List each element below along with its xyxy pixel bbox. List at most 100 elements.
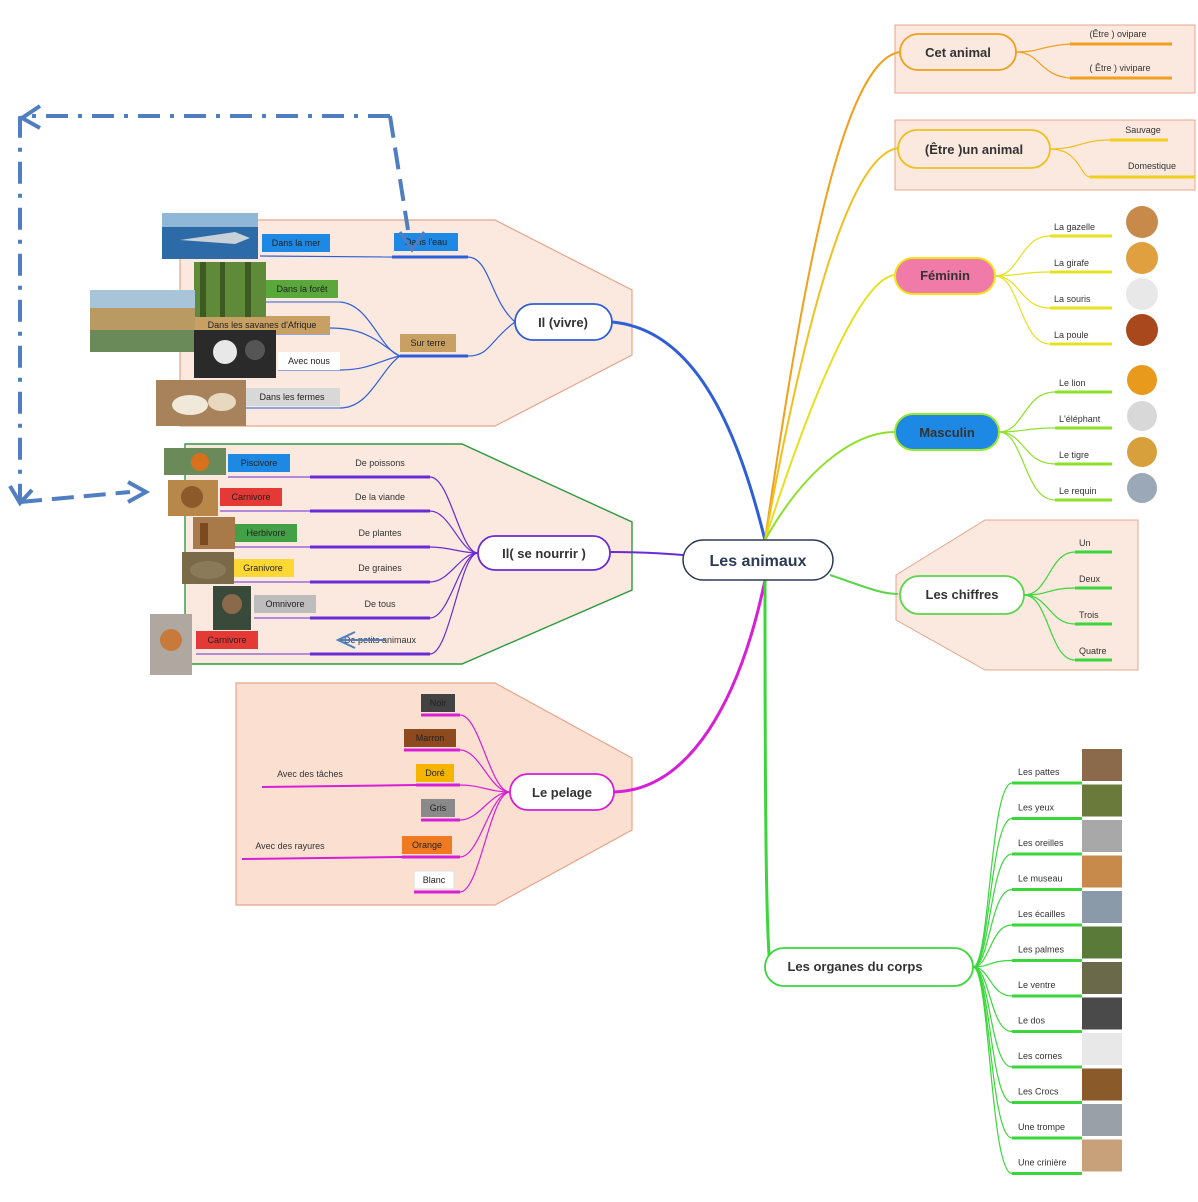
nourrir-item-0: De poissons xyxy=(355,458,405,468)
nourrir-item-1: De la viande xyxy=(355,492,405,502)
tag-dans-la-foret[interactable] xyxy=(266,280,338,298)
photo-forest xyxy=(194,262,266,317)
pelage-item-4: Avec des rayures xyxy=(255,841,325,851)
branch-organes xyxy=(763,579,772,967)
tag-nourrir-2[interactable] xyxy=(235,524,297,542)
masc-pic-3 xyxy=(1127,473,1157,503)
tag-pelage-2[interactable] xyxy=(416,764,454,782)
feminin-item-2: La souris xyxy=(1054,294,1091,304)
branch-vivre xyxy=(611,320,767,541)
feminin-label: Féminin xyxy=(920,268,970,283)
organ-pic-7 xyxy=(1082,997,1122,1030)
photo-fox xyxy=(150,614,192,675)
organ-pic-3 xyxy=(1082,855,1122,888)
organes-item-3: Le museau xyxy=(1018,874,1063,884)
chiffres-item-0: Un xyxy=(1079,538,1091,548)
branch-chiffres xyxy=(829,574,899,595)
vivre-label: Il (vivre) xyxy=(538,315,588,330)
nourrir-item-4: De tous xyxy=(364,599,396,609)
tag-nourrir-0[interactable] xyxy=(228,454,290,472)
organes-item-1: Les yeux xyxy=(1018,803,1055,813)
tag-pelage-2-label: Doré xyxy=(425,768,445,778)
organ-pic-1 xyxy=(1082,784,1122,817)
tag-nourrir-1-label: Carnivore xyxy=(231,492,270,502)
branch-cet xyxy=(764,51,901,541)
tag-nourrir-3[interactable] xyxy=(232,559,294,577)
tag-pelage-5[interactable] xyxy=(413,870,455,890)
branch-pelage xyxy=(613,579,767,794)
nourrir-label: Il( se nourrir ) xyxy=(502,546,586,561)
tag-nourrir-5[interactable] xyxy=(196,631,258,649)
cet-item-1: ( Être ) vivipare xyxy=(1089,63,1150,73)
tag-pelage-1[interactable] xyxy=(404,729,456,747)
photo-tortoise xyxy=(182,552,234,584)
chiffres-label: Les chiffres xyxy=(926,587,999,602)
organes-item-0: Les pattes xyxy=(1018,767,1060,777)
tag-pelage-3[interactable] xyxy=(421,799,455,817)
masculin-item-2: Le tigre xyxy=(1059,450,1089,460)
tag-dans-les-savanes-label: Dans les savanes d'Afrique xyxy=(208,320,317,330)
organ-pic-2 xyxy=(1082,820,1122,852)
tag-dans-les-savanes[interactable] xyxy=(195,316,330,334)
tag-dans-la-mer[interactable] xyxy=(262,234,330,252)
tag-dans-les-fermes[interactable] xyxy=(245,388,340,406)
organ-pic-9 xyxy=(1082,1068,1122,1101)
pelage-label: Le pelage xyxy=(532,785,592,800)
branch-masculin xyxy=(764,431,896,541)
tag-avec-nous-label: Avec nous xyxy=(288,356,330,366)
center-node[interactable] xyxy=(682,539,834,581)
fem-pic-2 xyxy=(1126,278,1158,310)
organ-pic-4 xyxy=(1082,891,1122,923)
organ-pic-8 xyxy=(1082,1033,1122,1065)
tag-pelage-3-label: Gris xyxy=(430,803,447,813)
tag-nourrir-5-label: Carnivore xyxy=(207,635,246,645)
cet-item-0: (Être ) ovipare xyxy=(1089,29,1146,39)
arrowhead-down xyxy=(398,231,426,253)
organes-item-2: Les oreilles xyxy=(1018,838,1064,848)
photo-deer xyxy=(193,517,235,549)
etre-item-1: Domestique xyxy=(1128,161,1176,171)
organes-item-8: Les cornes xyxy=(1018,1051,1063,1061)
tag-pelage-4[interactable] xyxy=(402,836,452,854)
organes-item-6: Le ventre xyxy=(1018,980,1056,990)
photo-kingfisher xyxy=(164,448,226,475)
nourrir-item-3: De graines xyxy=(358,563,402,573)
organes-item-4: Les écailles xyxy=(1018,909,1066,919)
masc-pic-2 xyxy=(1127,437,1157,467)
tag-pelage-5-label: Blanc xyxy=(423,875,446,885)
masc-pic-1 xyxy=(1127,401,1157,431)
tag-nourrir-0-label: Piscivore xyxy=(241,458,278,468)
organes-label: Les organes du corps xyxy=(787,959,922,974)
organ-pic-10 xyxy=(1082,1104,1122,1136)
tag-sur-terre-label: Sur terre xyxy=(410,338,445,348)
fem-pic-3 xyxy=(1126,314,1158,346)
center-label: Les animaux xyxy=(710,553,807,570)
chiffres-item-1: Deux xyxy=(1079,574,1101,584)
masculin-label: Masculin xyxy=(919,425,975,440)
tag-nourrir-1[interactable] xyxy=(220,488,282,506)
masculin-item-0: Le lion xyxy=(1059,378,1086,388)
relation-connector xyxy=(18,114,390,500)
tag-nourrir-4[interactable] xyxy=(254,595,316,613)
chiffres-item-2: Trois xyxy=(1079,610,1099,620)
tag-pelage-0-label: Noir xyxy=(430,698,447,708)
organes-item-11: Une crinière xyxy=(1018,1158,1067,1168)
organ-pic-0 xyxy=(1082,749,1122,781)
tag-avec-nous[interactable] xyxy=(278,352,340,370)
organ-pic-5 xyxy=(1082,926,1122,959)
feminin-item-1: La girafe xyxy=(1054,258,1089,268)
photo-farm xyxy=(156,380,246,426)
organes-item-7: Le dos xyxy=(1018,1016,1046,1026)
etre-item-0: Sauvage xyxy=(1125,125,1161,135)
nourrir-item-2: De plantes xyxy=(358,528,402,538)
chiffres-item-3: Quatre xyxy=(1079,646,1107,656)
tag-nourrir-4-label: Omnivore xyxy=(265,599,304,609)
feminin-item-3: La poule xyxy=(1054,330,1089,340)
tag-sur-terre[interactable] xyxy=(400,334,456,352)
tag-pelage-0[interactable] xyxy=(421,694,455,712)
photo-bear xyxy=(213,586,251,630)
pelage-panel xyxy=(235,682,633,906)
photo-savanna xyxy=(90,290,195,352)
arrowhead-right xyxy=(127,480,151,504)
